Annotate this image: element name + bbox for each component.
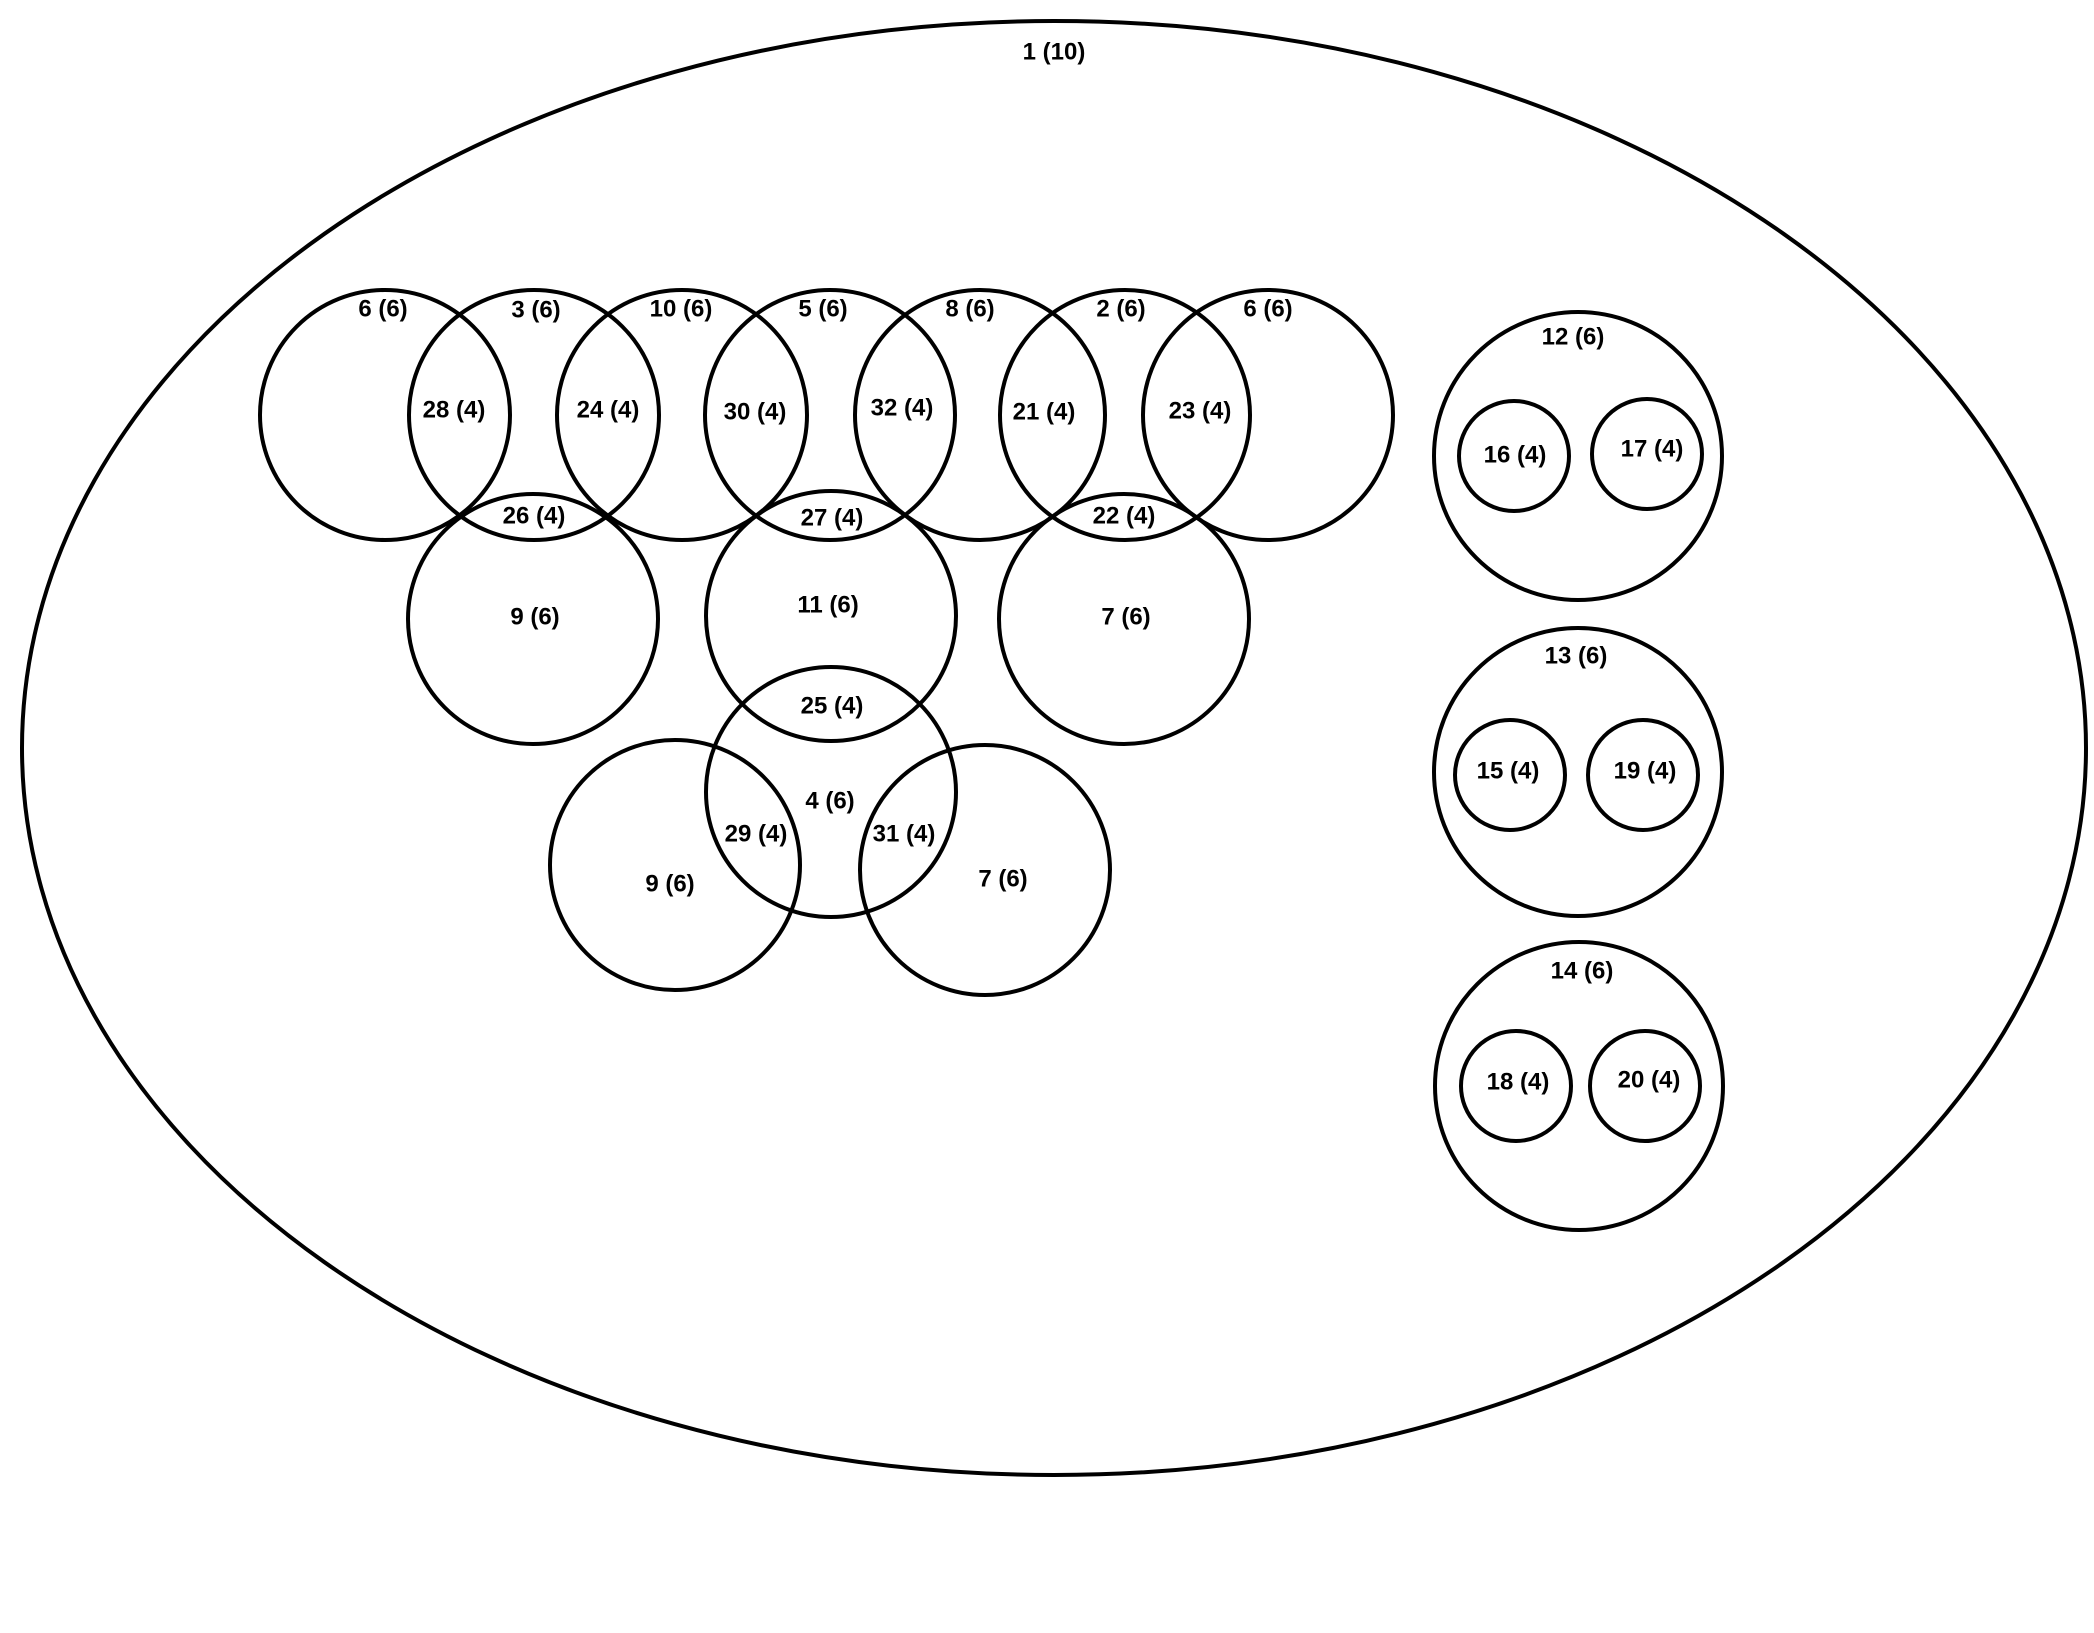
top-overlap-3-label: 30 (4): [724, 399, 787, 426]
lower-circle-center: [704, 665, 958, 919]
group-1-child-2-label: 17 (4): [1621, 436, 1684, 463]
group-3-circle: [1433, 940, 1725, 1232]
middle-circle-center: [704, 489, 958, 743]
top-circle-4-label: 5 (6): [798, 296, 847, 323]
top-overlap-2-label: 24 (4): [577, 397, 640, 424]
group-1-child-2-circle: [1590, 397, 1704, 511]
outer-ellipse-label: 1 (10): [1023, 39, 1086, 66]
group-2-child-1-label: 15 (4): [1477, 758, 1540, 785]
lower-circle-right-label: 7 (6): [978, 866, 1027, 893]
group-1-child-1-circle: [1457, 399, 1571, 513]
top-overlap-5-label: 21 (4): [1013, 399, 1076, 426]
middle-overlap-2-label: 27 (4): [801, 505, 864, 532]
outer-ellipse: [20, 19, 2088, 1477]
top-circle-7-label: 6 (6): [1243, 296, 1292, 323]
group-3-child-1-circle: [1459, 1029, 1573, 1143]
middle-overlap-1-label: 26 (4): [503, 503, 566, 530]
group-3-child-2-label: 20 (4): [1618, 1067, 1681, 1094]
top-circle-2: [407, 288, 661, 542]
middle-circle-right: [997, 492, 1251, 746]
middle-overlap-3-label: 22 (4): [1093, 503, 1156, 530]
lower-circle-right: [858, 743, 1112, 997]
top-circle-3-label: 10 (6): [650, 296, 713, 323]
group-2-child-2-label: 19 (4): [1614, 758, 1677, 785]
middle-circle-right-label: 7 (6): [1101, 604, 1150, 631]
group-1-child-1-label: 16 (4): [1484, 442, 1547, 469]
group-1-circle: [1432, 310, 1724, 602]
top-overlap-6-label: 23 (4): [1169, 398, 1232, 425]
lower-overlap-left-label: 29 (4): [725, 821, 788, 848]
top-circle-6: [998, 288, 1252, 542]
group-1-label: 12 (6): [1542, 324, 1605, 351]
lower-circle-left-label: 9 (6): [645, 871, 694, 898]
top-circle-1: [258, 288, 512, 542]
top-circle-6-label: 2 (6): [1096, 296, 1145, 323]
middle-circle-center-label: 11 (6): [797, 592, 858, 619]
group-3-label: 14 (6): [1551, 958, 1614, 985]
lower-overlap-right-label: 31 (4): [873, 821, 936, 848]
lower-circle-center-label: 4 (6): [805, 788, 854, 815]
group-2-child-1-circle: [1453, 718, 1567, 832]
top-circle-5: [853, 288, 1107, 542]
top-circle-5-label: 8 (6): [945, 296, 994, 323]
top-overlap-4-label: 32 (4): [871, 395, 934, 422]
group-3-child-2-circle: [1588, 1029, 1702, 1143]
top-circle-2-label: 3 (6): [511, 297, 560, 324]
middle-circle-left-label: 9 (6): [510, 604, 559, 631]
top-overlap-1-label: 28 (4): [423, 397, 486, 424]
middle-circle-left: [406, 492, 660, 746]
top-circle-3: [555, 288, 809, 542]
lower-overlap-top-label: 25 (4): [801, 693, 864, 720]
lower-circle-left: [548, 738, 802, 992]
group-2-label: 13 (6): [1545, 643, 1608, 670]
group-3-child-1-label: 18 (4): [1487, 1069, 1550, 1096]
group-2-circle: [1432, 626, 1724, 918]
group-2-child-2-circle: [1586, 718, 1700, 832]
top-circle-1-label: 6 (6): [358, 296, 407, 323]
top-circle-4: [703, 288, 957, 542]
top-circle-7: [1141, 288, 1395, 542]
